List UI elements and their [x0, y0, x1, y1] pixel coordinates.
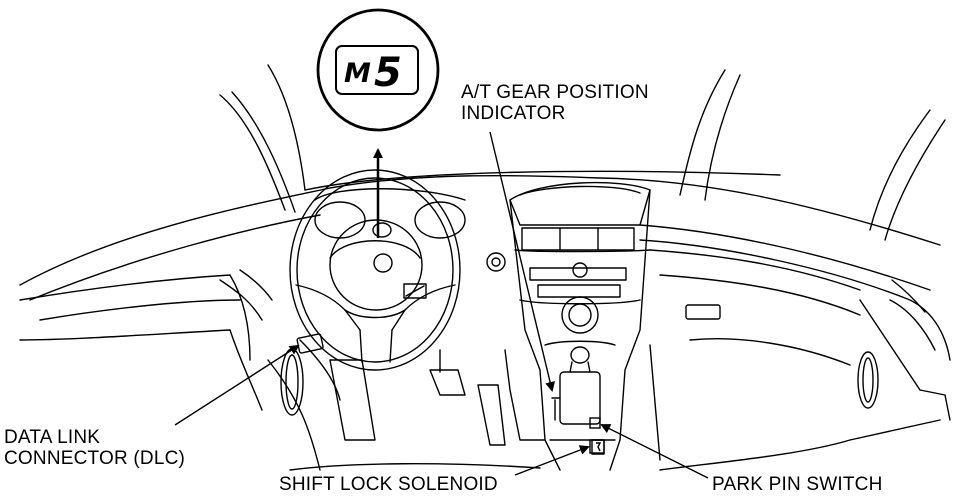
park-pin-switch-marker [589, 417, 601, 429]
shift-lock-glyph [596, 442, 602, 452]
dlc-label-line2: CONNECTOR (DLC) [4, 448, 186, 469]
windshield-frame [219, 64, 946, 241]
display-gear-digit: 5 [374, 50, 402, 96]
shift-lock-leader [514, 445, 590, 476]
footwell-pedals [267, 339, 941, 471]
park-pin-label: PARK PIN SWITCH [712, 474, 883, 495]
display-mode-letter: M [344, 58, 371, 89]
instrument-cluster [314, 188, 506, 272]
air-vents [219, 269, 926, 416]
indicator-leader [489, 131, 555, 392]
gear-indicator-label-line2: INDICATOR [461, 103, 566, 124]
gear-indicator-label-line1: A/T GEAR POSITION [461, 82, 649, 103]
leader-lines [174, 131, 709, 479]
shift-lock-solenoid-marker [589, 439, 605, 454]
dlc-label-line1: DATA LINK [4, 427, 101, 448]
gear-display-callout: M 5 [316, 8, 440, 132]
passenger-dash [649, 249, 951, 461]
park-pin-leader [600, 424, 709, 479]
dlc-leader [174, 344, 300, 426]
shift-lock-label: SHIFT LOCK SOLENOID [279, 474, 498, 495]
dashboard [19, 174, 951, 411]
gear-indicator-label: A/T GEAR POSITION INDICATOR [461, 82, 649, 124]
center-console [509, 181, 651, 471]
dlc-label: DATA LINK CONNECTOR (DLC) [4, 427, 185, 469]
steering-wheel [289, 169, 461, 371]
